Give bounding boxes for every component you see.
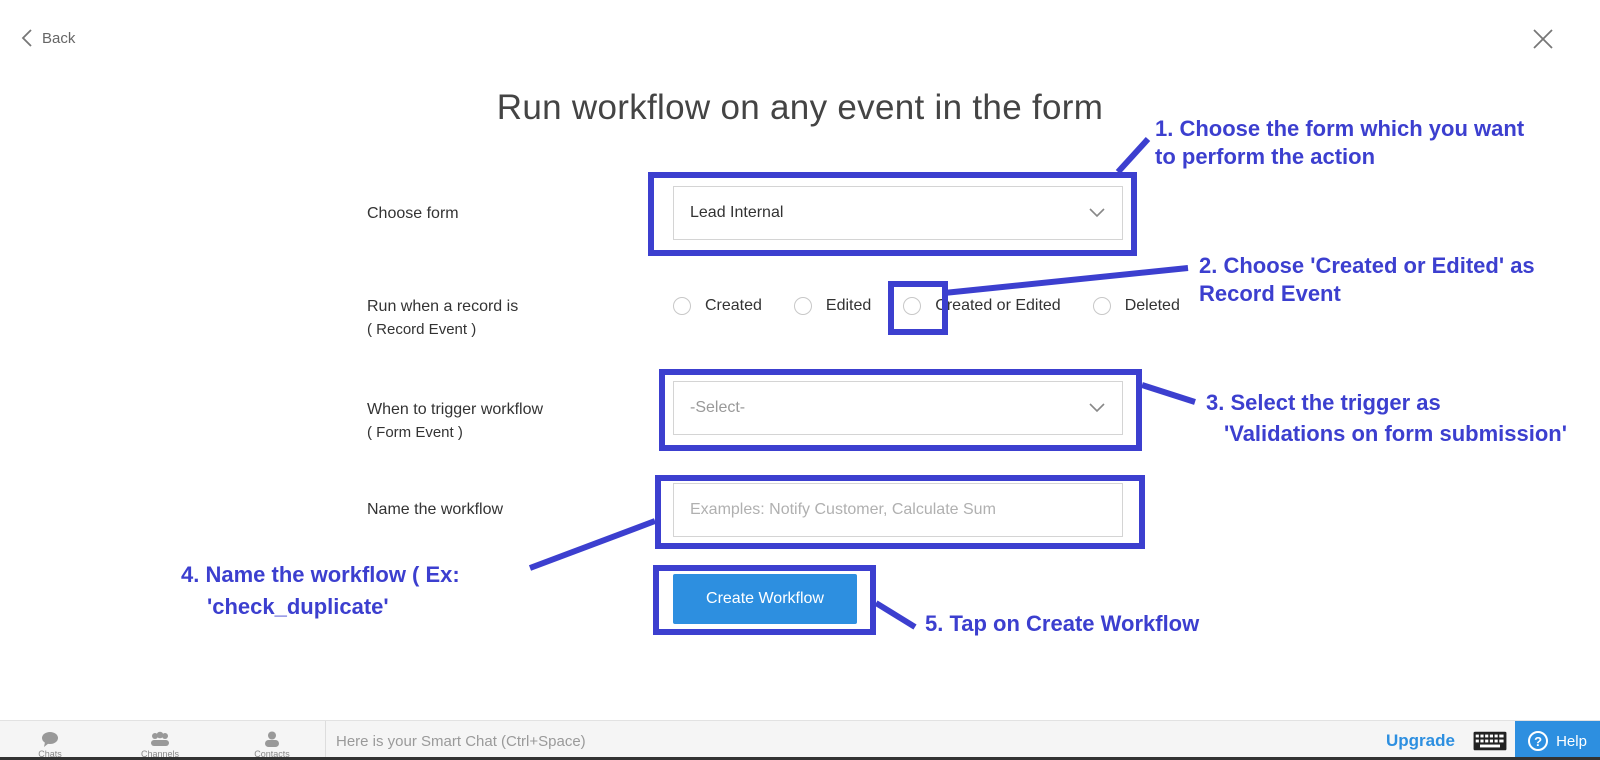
radio-edited[interactable]: Edited <box>793 297 872 315</box>
annotation-step3: 3. Select the trigger as 'Validations on… <box>1206 387 1567 449</box>
keyboard-icon[interactable] <box>1470 731 1510 751</box>
annotation-step4-line2: 'check_duplicate' <box>207 594 389 619</box>
annotation-step2-line2: Record Event <box>1199 281 1341 306</box>
radio-circle[interactable] <box>673 297 691 315</box>
chats-button[interactable]: Chats <box>0 721 100 760</box>
record-event-label: Run when a record is ( Record Event ) <box>367 295 518 341</box>
annotation-step1-line2: to perform the action <box>1155 144 1376 169</box>
workflow-name-input[interactable] <box>673 483 1123 537</box>
page-title: Run workflow on any event in the form <box>496 88 1104 127</box>
record-event-label-text: Run when a record is <box>367 298 519 315</box>
smart-chat-input[interactable] <box>336 730 1336 752</box>
trigger-value: -Select- <box>690 399 746 416</box>
contacts-button[interactable]: Contacts <box>222 721 322 760</box>
channels-label: Channels <box>140 749 180 759</box>
trigger-sublabel: ( Form Event ) <box>367 424 463 441</box>
record-event-sublabel: ( Record Event ) <box>367 321 477 338</box>
question-icon: ? <box>1528 731 1549 751</box>
choose-form-select[interactable]: Lead Internal <box>673 186 1123 240</box>
radio-circle[interactable] <box>793 297 812 315</box>
close-icon[interactable] <box>1532 28 1554 50</box>
choose-form-label: Choose form <box>367 205 459 222</box>
radio-label: Created <box>705 297 762 314</box>
bottom-bar-divider <box>325 721 326 760</box>
trigger-select[interactable]: -Select- <box>673 381 1123 435</box>
annotation-step3-line2: 'Validations on form submission' <box>1224 421 1567 446</box>
radio-deleted[interactable]: Deleted <box>1092 297 1180 315</box>
help-label: Help <box>1556 732 1587 750</box>
bottom-bar: Chats Channels Contacts Upgrade ? Help <box>0 720 1600 760</box>
person-icon <box>265 731 279 747</box>
channels-button[interactable]: Channels <box>110 721 210 760</box>
annotation-step4-line1: 4. Name the workflow ( Ex: <box>181 562 460 587</box>
radio-circle[interactable] <box>1092 297 1111 315</box>
bottom-strip <box>0 757 1600 760</box>
radio-created-or-edited[interactable]: Created or Edited <box>903 297 1061 315</box>
radio-circle[interactable] <box>903 297 922 315</box>
trigger-label-text: When to trigger workflow <box>367 401 544 418</box>
help-button[interactable]: ? Help <box>1515 721 1600 760</box>
chevron-left-icon <box>21 29 32 47</box>
chats-label: Chats <box>38 749 62 759</box>
chevron-down-icon <box>1089 208 1105 218</box>
trigger-label: When to trigger workflow ( Form Event ) <box>367 398 543 444</box>
back-label: Back <box>42 29 76 47</box>
annotation-step3-line1: 3. Select the trigger as <box>1206 390 1441 415</box>
annotation-step4: 4. Name the workflow ( Ex: 'check_duplic… <box>181 559 460 623</box>
create-workflow-button[interactable]: Create Workflow <box>673 574 857 624</box>
choose-form-value: Lead Internal <box>690 204 784 221</box>
annotation-step5: 5. Tap on Create Workflow <box>925 611 1200 636</box>
radio-label: Edited <box>825 297 872 314</box>
radio-created[interactable]: Created <box>673 297 762 315</box>
workflow-name-label: Name the workflow <box>367 501 504 518</box>
annotation-step1: 1. Choose the form which you want to per… <box>1155 115 1524 171</box>
contacts-label: Contacts <box>254 749 290 759</box>
annotation-step1-line1: 1. Choose the form which you want <box>1155 116 1525 141</box>
radio-label: Created or Edited <box>935 297 1061 314</box>
group-icon <box>151 731 169 746</box>
record-event-radio-group: Created Edited Created or Edited Deleted <box>673 297 1212 315</box>
radio-label: Deleted <box>1124 297 1180 314</box>
back-button[interactable]: Back <box>20 28 75 48</box>
chat-bubble-icon <box>42 732 58 747</box>
annotation-step2-line1: 2. Choose 'Created or Edited' as <box>1199 253 1535 278</box>
chevron-down-icon <box>1089 403 1105 413</box>
upgrade-link[interactable]: Upgrade <box>1386 731 1455 750</box>
annotation-step2: 2. Choose 'Created or Edited' as Record … <box>1199 252 1535 308</box>
